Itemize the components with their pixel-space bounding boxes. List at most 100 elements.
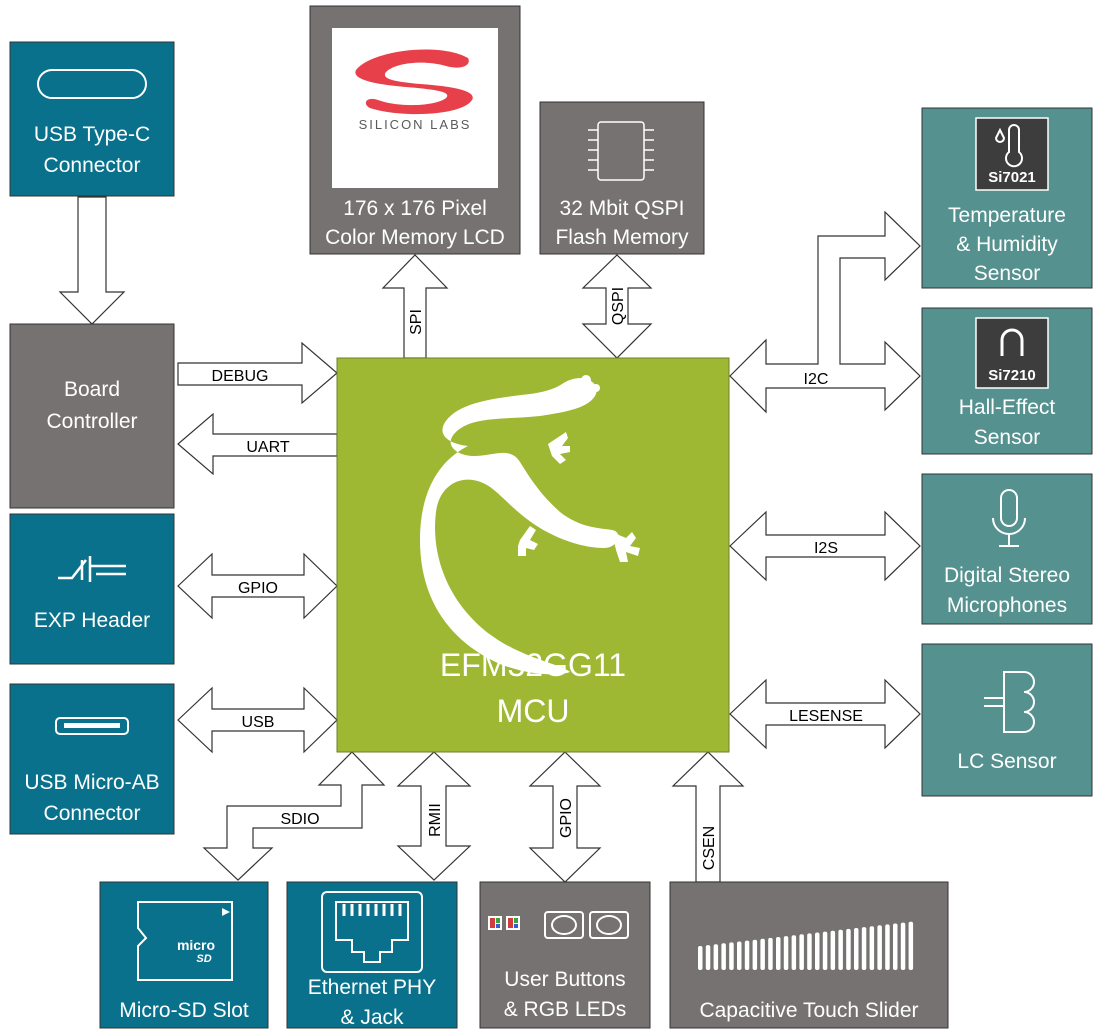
slider-bar xyxy=(900,922,906,970)
slider-bar xyxy=(908,921,914,970)
buttons-label-line1: User Buttons xyxy=(504,968,625,991)
slider-bar xyxy=(783,936,789,970)
i2c-label: I2C xyxy=(804,371,829,388)
slider-bar xyxy=(893,923,898,970)
lcd-label-line2: Color Memory LCD xyxy=(325,226,505,249)
ethernet-label-line1: Ethernet PHY xyxy=(308,976,436,999)
usb-c-icon xyxy=(37,69,147,99)
microsd-logo-line1: micro xyxy=(177,937,215,953)
ethernet-block: Ethernet PHY & Jack xyxy=(286,881,458,1029)
slider-bar xyxy=(830,930,836,970)
mics-label-line2: Microphones xyxy=(947,594,1067,617)
usb-c-to-board-controller-arrow xyxy=(58,196,126,325)
rgb-led-icon-2 xyxy=(506,916,520,930)
slider-bar xyxy=(846,928,851,970)
rmii-arrow xyxy=(396,751,472,881)
slider-bar xyxy=(799,934,804,970)
temp-humidity-block: Si7021 Temperature & Humidity Sensor xyxy=(921,107,1093,289)
usb-micro-icon xyxy=(55,717,129,735)
touch-slider-block: Capacitive Touch Slider xyxy=(669,881,949,1029)
flash-label-line2: Flash Memory xyxy=(555,226,689,249)
usb-c-label-line2: Connector xyxy=(44,154,141,177)
si7021-label: Si7021 xyxy=(988,169,1036,186)
spi-arrow xyxy=(381,254,449,359)
slider-bar xyxy=(768,937,773,970)
slider-bar xyxy=(744,940,750,970)
board-controller-block: Board Controller xyxy=(9,323,175,509)
flash-label-line1: 32 Mbit QSPI xyxy=(560,197,685,220)
exp-header-icon xyxy=(58,556,126,582)
slider-bar xyxy=(807,933,812,970)
ethernet-jack-icon xyxy=(321,891,423,973)
csen-label: CSEN xyxy=(701,826,718,870)
temp-label-line1: Temperature xyxy=(948,204,1066,227)
slider-bar xyxy=(854,928,859,970)
slider-bar xyxy=(838,929,843,970)
debug-arrow xyxy=(177,341,338,405)
mcu-label-line2: MCU xyxy=(497,693,570,729)
usb-c-block: USB Type-C Connector xyxy=(9,41,175,197)
gpio-exp-label: GPIO xyxy=(238,580,278,597)
debug-label: DEBUG xyxy=(212,368,269,385)
lc-sensor-icon xyxy=(984,671,1035,733)
slider-bar xyxy=(885,924,890,970)
microsd-card-icon: micro SD xyxy=(137,901,233,981)
hall-effect-block: Si7210 Hall-Effect Sensor xyxy=(921,307,1093,455)
lcd-label-line1: 176 x 176 Pixel xyxy=(343,197,487,220)
exp-header-label: EXP Header xyxy=(34,609,150,632)
qspi-label: QSPI xyxy=(610,287,627,325)
spi-label: SPI xyxy=(408,309,425,335)
bus-labels: DEBUG UART GPIO USB I2C I2S LESENSE SDIO… xyxy=(212,287,863,870)
exp-header-block: EXP Header xyxy=(9,513,175,665)
i2s-arrow xyxy=(729,510,921,582)
microsd-block: micro SD Micro-SD Slot xyxy=(99,881,269,1029)
uart-label: UART xyxy=(246,439,289,456)
lesense-arrow xyxy=(729,678,921,750)
push-button-icon-2 xyxy=(589,911,629,939)
slider-bar xyxy=(877,925,882,970)
rgb-led-icon-1 xyxy=(488,916,502,930)
ethernet-label-line2: & Jack xyxy=(340,1006,404,1029)
thermometer-icon xyxy=(994,124,1023,168)
slider-label: Capacitive Touch Slider xyxy=(699,999,918,1022)
buttons-leds-block: User Buttons & RGB LEDs xyxy=(479,881,651,1029)
board-controller-label-line2: Controller xyxy=(46,410,137,433)
lesense-label: LESENSE xyxy=(789,708,863,725)
slider-bar xyxy=(776,937,781,970)
slider-bar xyxy=(698,946,703,970)
usb-label: USB xyxy=(242,714,275,731)
slider-bar xyxy=(705,945,711,970)
slider-bar xyxy=(752,939,758,970)
microsd-logo-line2: SD xyxy=(196,953,211,965)
slider-bar xyxy=(869,926,875,970)
slider-bar xyxy=(760,938,765,970)
sdio-arrow xyxy=(202,751,386,881)
i2c-arrow xyxy=(729,210,921,414)
usb-micro-block: USB Micro-AB Connector xyxy=(9,683,175,835)
uart-arrow xyxy=(177,412,338,476)
buttons-label-line2: & RGB LEDs xyxy=(504,998,627,1021)
mics-label-line1: Digital Stereo xyxy=(944,564,1070,587)
rmii-label: RMII xyxy=(427,803,444,837)
flash-block: 32 Mbit QSPI Flash Memory xyxy=(539,101,705,255)
push-button-icon-1 xyxy=(544,911,584,939)
usb-c-label-line1: USB Type-C xyxy=(34,123,150,146)
gecko-icon xyxy=(420,375,640,675)
microphone-icon xyxy=(992,489,1026,547)
slider-bar xyxy=(713,944,719,970)
lcd-block: SILICON LABS 176 x 176 Pixel Color Memor… xyxy=(309,5,521,255)
mcu-label-line1: EFM32GG11 xyxy=(440,647,626,683)
temp-label-line2: & Humidity xyxy=(956,233,1058,256)
slider-bar xyxy=(822,931,828,970)
lc-sensor-label: LC Sensor xyxy=(957,750,1056,773)
temp-label-line3: Sensor xyxy=(974,262,1041,285)
gpio-buttons-label: GPIO xyxy=(558,798,575,838)
microsd-label: Micro-SD Slot xyxy=(119,999,249,1022)
usb-micro-label-line2: Connector xyxy=(44,802,141,825)
i2s-label: I2S xyxy=(814,540,838,557)
si7210-label: Si7210 xyxy=(988,367,1036,384)
lc-sensor-block: LC Sensor xyxy=(921,643,1093,797)
slider-bar xyxy=(791,935,797,970)
si7021-chip xyxy=(975,117,1049,191)
